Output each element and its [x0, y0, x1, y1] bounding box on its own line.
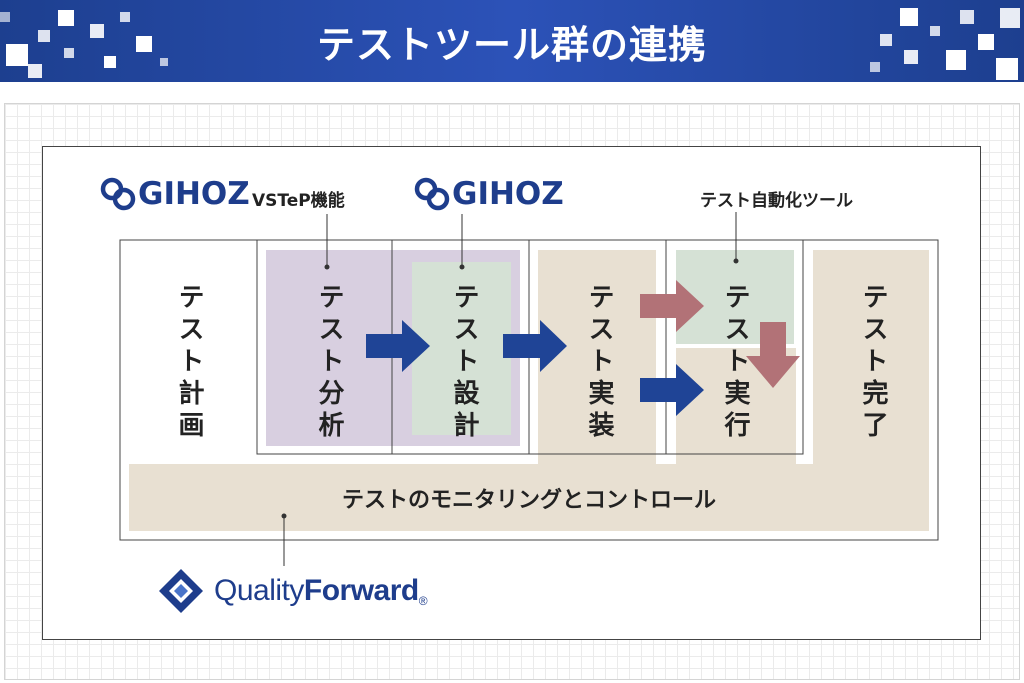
decor-square — [90, 24, 104, 38]
decor-square — [1000, 8, 1020, 28]
decor-square — [880, 34, 892, 46]
page-title: テストツール群の連携 — [316, 23, 707, 67]
completion-area — [813, 250, 929, 466]
monitoring-label: テストのモニタリングとコントロール — [341, 488, 716, 513]
decor-square — [58, 10, 74, 26]
decor-square — [120, 12, 130, 22]
decor-square — [38, 30, 50, 42]
decor-square — [904, 50, 918, 64]
decor-square — [6, 44, 28, 66]
monitoring-bar — [129, 464, 929, 531]
connector-dot — [733, 258, 739, 264]
impl-area — [538, 250, 656, 466]
gap — [796, 250, 813, 464]
decor-square — [996, 58, 1018, 80]
arrow-design-to-impl — [503, 320, 567, 372]
vstep-label: VSTeP機能 — [252, 191, 345, 211]
decor-square — [946, 50, 966, 70]
phase-completion: テスト完了 — [858, 283, 888, 443]
gihoz-wordmark: GIHOZ — [452, 176, 564, 212]
connector-dot — [281, 513, 287, 519]
connector-dot — [459, 264, 465, 270]
decor-square — [930, 26, 940, 36]
phase-design: テスト設計 — [449, 283, 479, 443]
qf-registered-mark: ® — [418, 594, 428, 608]
qf-bold-word: Forward — [303, 574, 419, 607]
decor-square — [28, 64, 42, 78]
decor-square — [64, 48, 74, 58]
decor-square — [960, 10, 974, 24]
gihoz-logo-2: GIHOZ — [414, 176, 564, 212]
phase-planning: テスト計画 — [174, 283, 204, 443]
qualityforward-logo: Quality Forward ® — [158, 568, 428, 614]
connector-dot — [324, 264, 330, 270]
gihoz-rings-icon — [414, 177, 450, 211]
gihoz-rings-icon — [100, 177, 136, 211]
gihoz-logo-1: GIHOZ — [100, 176, 250, 212]
phase-execution: テスト実行 — [720, 283, 750, 443]
qf-light-word: Quality — [214, 574, 304, 607]
decor-square — [136, 36, 152, 52]
gihoz-wordmark: GIHOZ — [138, 176, 250, 212]
arrow-impl-to-exec — [640, 364, 704, 416]
automation-label: テスト自動化ツール — [700, 191, 853, 211]
arrow-impl-to-automation — [640, 280, 704, 332]
decor-square — [978, 34, 994, 50]
arrow-analysis-to-design — [366, 320, 430, 372]
phase-implementation: テスト実装 — [584, 283, 614, 443]
decor-square — [870, 62, 880, 72]
decor-square — [0, 12, 10, 22]
qualityforward-diamond-icon — [159, 569, 203, 613]
header-banner: テストツール群の連携 — [0, 0, 1024, 82]
decor-square — [160, 58, 168, 66]
decor-square — [104, 56, 116, 68]
arrow-automation-down — [746, 322, 800, 388]
decor-square — [900, 8, 918, 26]
design-area — [412, 262, 511, 435]
phase-analysis: テスト分析 — [314, 283, 344, 443]
